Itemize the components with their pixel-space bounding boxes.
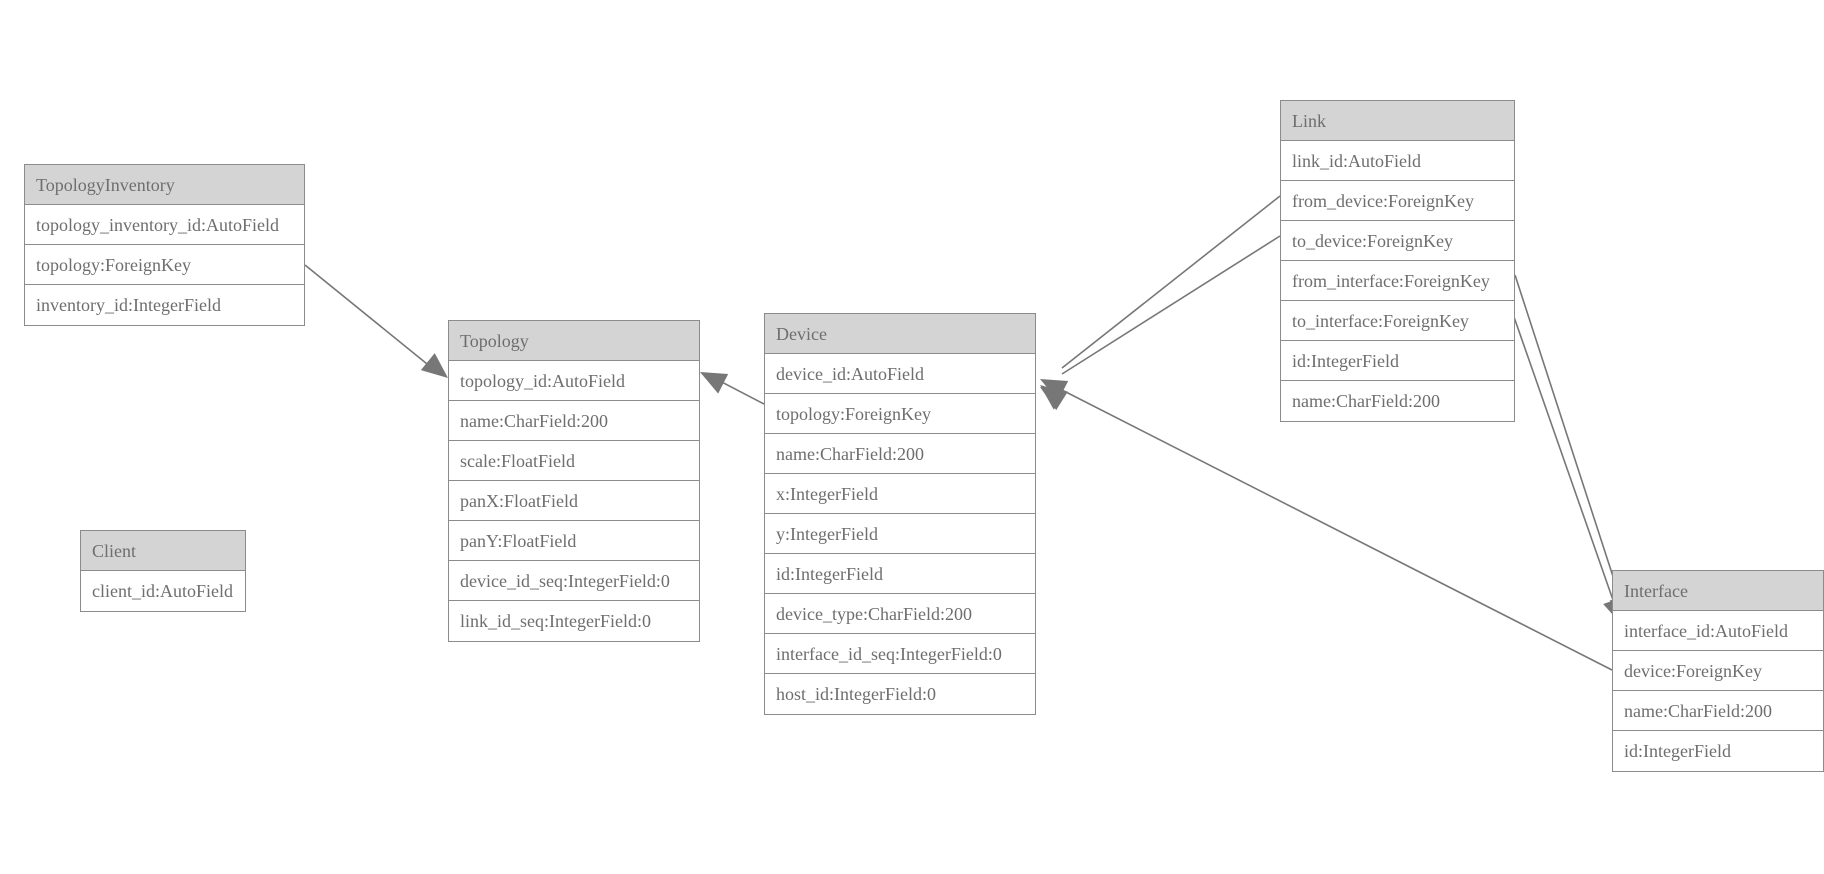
entity-title-topology: Topology <box>449 321 699 361</box>
entity-field: topology:ForeignKey <box>765 394 1035 434</box>
entity-field: link_id:AutoField <box>1281 141 1514 181</box>
rel-topologyinventory-topology-arrowhead-icon <box>420 353 448 378</box>
entity-field: from_device:ForeignKey <box>1281 181 1514 221</box>
entity-title-link: Link <box>1281 101 1514 141</box>
entity-field: client_id:AutoField <box>92 581 233 601</box>
entity-field: y:IntegerField <box>765 514 1035 554</box>
entity-field: topology_inventory_id:AutoField <box>25 205 304 245</box>
entity-field: id:IntegerField <box>1624 741 1731 761</box>
entity-field: id:IntegerField <box>1281 341 1514 381</box>
entity-field: host_id:IntegerField:0 <box>776 684 936 704</box>
entity-field: scale:FloatField <box>449 441 699 481</box>
entity-field: x:IntegerField <box>765 474 1035 514</box>
entity-field: name:CharField:200 <box>1613 691 1823 731</box>
entity-title-device: Device <box>765 314 1035 354</box>
rel-link-from-interface <box>1514 274 1621 599</box>
entity-field: device_id_seq:IntegerField:0 <box>449 561 699 601</box>
entity-title-topology_inventory: TopologyInventory <box>25 165 304 205</box>
entity-field: to_device:ForeignKey <box>1281 221 1514 261</box>
rel-link-to-device <box>1061 235 1281 375</box>
entity-field: device:ForeignKey <box>1613 651 1823 691</box>
entity-field: device_id:AutoField <box>765 354 1035 394</box>
entity-field: panY:FloatField <box>449 521 699 561</box>
entity-field: link_id_seq:IntegerField:0 <box>460 611 651 631</box>
entity-field: id:IntegerField <box>765 554 1035 594</box>
entity-field: topology:ForeignKey <box>25 245 304 285</box>
rel-topologyinventory-topology <box>304 264 433 369</box>
rel-device-topology-arrowhead-icon <box>700 372 729 394</box>
rel-link-from-device <box>1061 195 1281 369</box>
entity-field: device_type:CharField:200 <box>765 594 1035 634</box>
rel-interface-device-arrowhead-icon <box>1040 379 1069 401</box>
entity-field: panX:FloatField <box>449 481 699 521</box>
entity-field: name:CharField:200 <box>449 401 699 441</box>
rel-device-topology <box>713 377 765 405</box>
entity-field: interface_id_seq:IntegerField:0 <box>765 634 1035 674</box>
entity-client[interactable]: Client client_id:AutoField <box>80 530 246 612</box>
rel-link-to-interface <box>1506 296 1614 601</box>
entity-field: inventory_id:IntegerField <box>36 295 221 315</box>
rel-interface-device <box>1061 389 1613 671</box>
entity-field: interface_id:AutoField <box>1613 611 1823 651</box>
rel-link-to-device-arrowhead-icon <box>1040 387 1068 411</box>
rel-link-from-device-arrowhead-icon <box>1040 385 1068 410</box>
entity-field: topology_id:AutoField <box>449 361 699 401</box>
entity-field: to_interface:ForeignKey <box>1281 301 1514 341</box>
entity-field: name:CharField:200 <box>1292 391 1440 411</box>
entity-field: from_interface:ForeignKey <box>1281 261 1514 301</box>
entity-title-client: Client <box>81 531 245 571</box>
entity-title-interface: Interface <box>1613 571 1823 611</box>
entity-field: name:CharField:200 <box>765 434 1035 474</box>
